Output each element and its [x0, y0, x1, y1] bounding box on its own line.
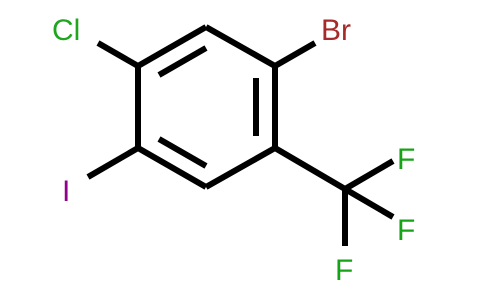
bonds — [86, 24, 395, 246]
atom-fluorine-3: F — [335, 254, 353, 287]
bond-to-bromine — [273, 40, 317, 69]
ring-bond-top — [136, 24, 208, 69]
atom-iodine: I — [62, 175, 70, 208]
ring-double-bond-inner-bottom-left — [157, 136, 208, 169]
bond-cf3-fluorine-2 — [343, 186, 395, 220]
atom-chlorine: Cl — [52, 14, 80, 47]
atom-bromine: Br — [321, 14, 351, 47]
bond-to-chlorine — [96, 40, 140, 69]
bond-cf3-fluorine-1 — [343, 158, 395, 192]
ring-bond-top-right — [204, 24, 277, 69]
ring-bond-bottom-left — [136, 145, 208, 190]
ring-bond-bottom-right — [204, 145, 277, 190]
bond-to-iodine — [86, 145, 140, 180]
atom-fluorine-1: F — [397, 143, 415, 176]
bond-to-cf3-carbon — [273, 145, 347, 192]
ring-double-bond-inner-top — [157, 45, 208, 78]
atom-labels: Cl Br I F F F — [52, 14, 415, 287]
atom-fluorine-2: F — [397, 214, 415, 247]
